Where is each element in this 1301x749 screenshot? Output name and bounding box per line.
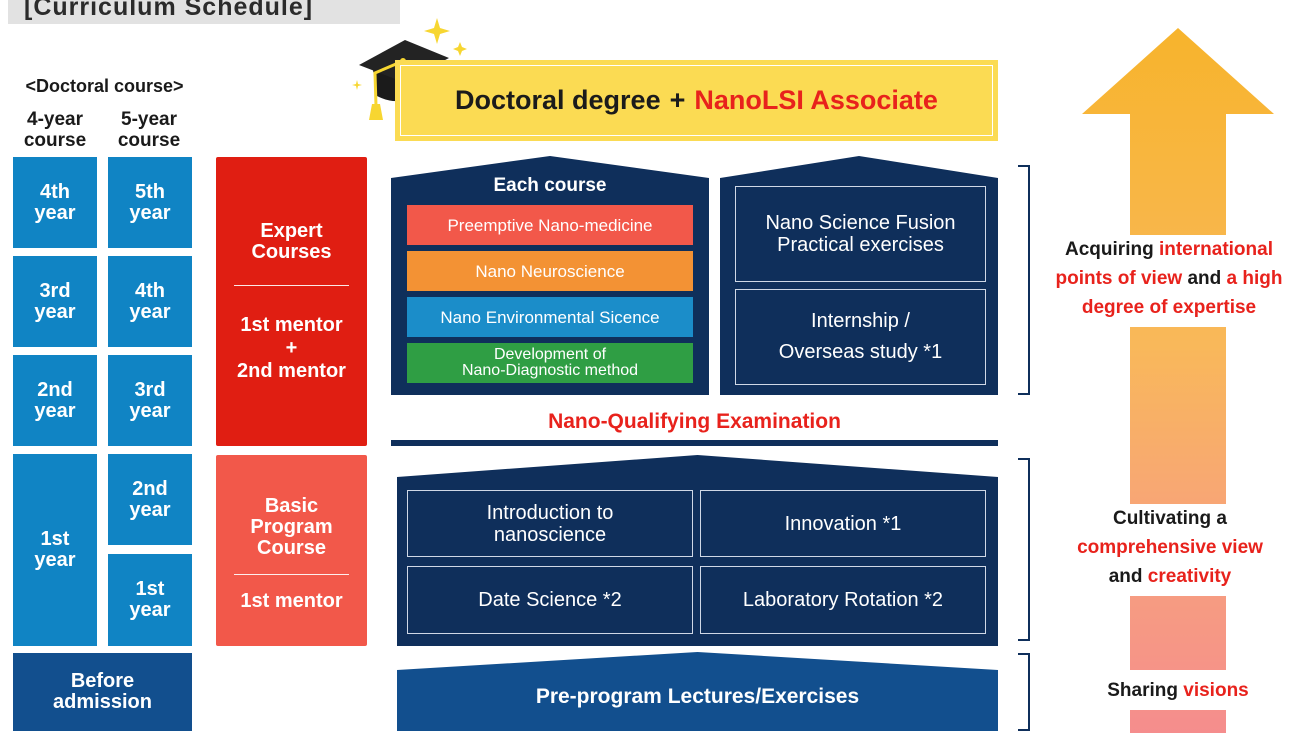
fusion-house: Nano Science Fusion Practical exercises … (720, 156, 998, 395)
basic-program-title: Basic Program Course (250, 494, 333, 559)
bracket-basic (1018, 458, 1030, 641)
internship-overseas-study: Internship / Overseas study *1 (735, 289, 986, 385)
column-header-4year: 4-year course (23, 109, 87, 151)
stage-acquiring: Acquiring international points of view an… (1040, 235, 1298, 327)
expert-courses-block: Expert Courses 1st mentor + 2nd mentor (216, 157, 367, 446)
year-5yr-3rd: 3rd year (108, 355, 192, 446)
year-4yr-2nd: 2nd year (13, 355, 97, 446)
pre-program-label: Pre-program Lectures/Exercises (535, 684, 860, 708)
bracket-expert (1018, 165, 1030, 395)
degree-part1: Doctoral degree (455, 85, 661, 115)
year-5yr-5th: 5th year (108, 157, 192, 248)
basic-program-house: Introduction to nanoscience Innovation *… (397, 455, 998, 646)
year-4yr-1st: 1st year (13, 454, 97, 646)
stage-cultivating: Cultivating a comprehensive view and creat… (1060, 504, 1280, 596)
stage-acquiring-t1: international (1158, 239, 1273, 260)
degree-part2: NanoLSI Associate (694, 85, 938, 115)
stage-cultivating-t4: and (1108, 566, 1148, 587)
year-4yr-3rd: 3rd year (13, 256, 97, 347)
year-4yr-4th: 4th year (13, 157, 97, 248)
course-nano-diagnostic: Development of Nano-Diagnostic method (407, 343, 693, 383)
stage-acquiring-t3: points of view (1055, 268, 1183, 289)
stage-cultivating-t2: comprehensive view (1077, 537, 1263, 558)
basic-mentors: 1st mentor (240, 589, 343, 612)
course-preemptive-nanomedicine: Preemptive Nano-medicine (407, 205, 693, 245)
basic-divider (234, 574, 349, 575)
degree-banner: Doctoral degree + NanoLSI Associate (395, 60, 998, 141)
stage-sharing-t0: Sharing (1107, 679, 1184, 701)
intro-nanoscience-box: Introduction to nanoscience (407, 490, 693, 557)
stage-cultivating-t0: Cultivating a (1112, 508, 1227, 529)
stage-sharing: Sharing visions (1078, 670, 1278, 710)
lab-rotation-box: Laboratory Rotation *2 (700, 566, 986, 634)
degree-banner-inner-border (400, 65, 993, 136)
expert-courses-title: Expert Courses (251, 220, 332, 263)
pre-program-box: Pre-program Lectures/Exercises (397, 652, 998, 731)
course-nano-neuroscience: Nano Neuroscience (407, 251, 693, 291)
each-course-house: Each course Preemptive Nano-medicine Nan… (391, 156, 709, 395)
data-science-box: Date Science *2 (407, 566, 693, 634)
year-5yr-4th: 4th year (108, 256, 192, 347)
year-5yr-1st: 1st year (108, 554, 192, 646)
fusion-practical-exercises: Nano Science Fusion Practical exercises (735, 186, 986, 282)
degree-plus: + (669, 85, 686, 115)
basic-program-block: Basic Program Course 1st mentor (216, 455, 367, 646)
qualifying-divider (391, 440, 998, 446)
qualifying-exam-label: Nano-Qualifying Examination (548, 410, 841, 433)
expert-divider (234, 285, 349, 286)
column-header-5year: 5-year course (117, 109, 181, 151)
expert-mentors: 1st mentor + 2nd mentor (237, 313, 346, 382)
degree-text: Doctoral degree + NanoLSI Associate (395, 60, 998, 141)
innovation-box: Innovation *1 (700, 490, 986, 557)
doctoral-course-label: <Doctoral course> (25, 76, 184, 96)
stage-acquiring-t5: a high (1226, 268, 1283, 289)
growth-arrow-icon (1082, 28, 1274, 733)
course-nano-environmental: Nano Environmental Sicence (407, 297, 693, 337)
stage-cultivating-t5: creativity (1147, 566, 1232, 587)
stage-acquiring-t4: and (1182, 268, 1227, 289)
year-5yr-2nd: 2nd year (108, 454, 192, 545)
page-title: [Curriculum Schedule] (8, 0, 400, 24)
each-course-label: Each course (493, 175, 607, 196)
bracket-pre-program (1018, 653, 1030, 731)
before-admission: Before admission (13, 653, 192, 731)
stage-acquiring-t0: Acquiring (1065, 239, 1159, 260)
stage-sharing-t1: visions (1183, 679, 1249, 701)
stage-acquiring-t7: degree of expertise (1081, 297, 1257, 318)
